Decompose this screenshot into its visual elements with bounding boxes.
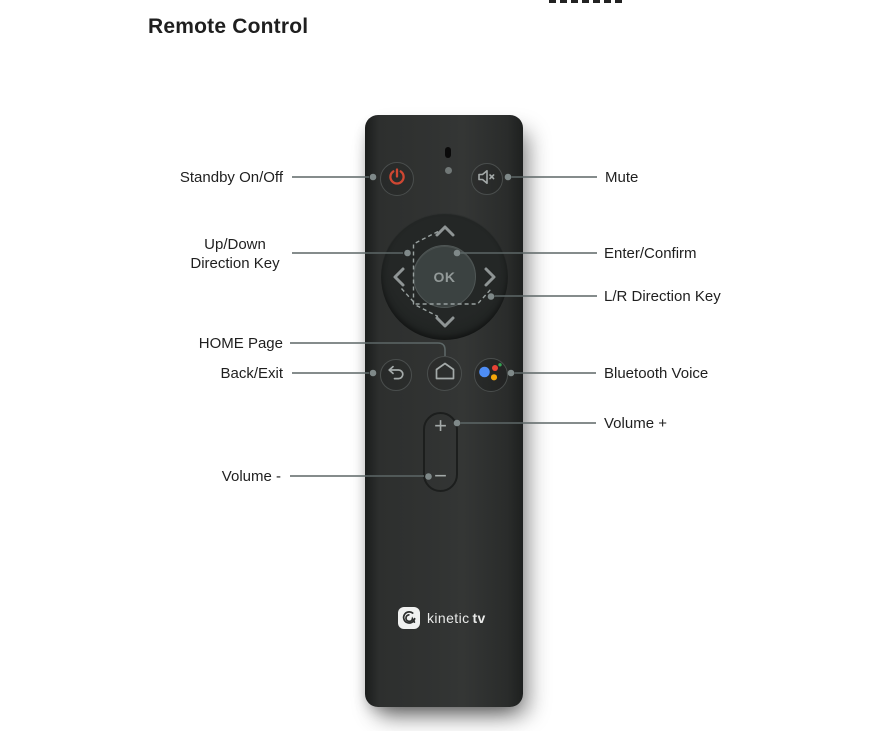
page-title: Remote Control xyxy=(148,15,309,38)
label-bluetooth-voice: Bluetooth Voice xyxy=(604,365,709,382)
brand-suffix: tv xyxy=(472,610,486,626)
direction-pad[interactable]: OK xyxy=(381,213,508,340)
remote-body: OK xyxy=(365,115,523,707)
label-volume-minus: Volume - xyxy=(221,468,281,485)
volume-rocker[interactable]: + − xyxy=(423,412,458,492)
ok-button[interactable]: OK xyxy=(413,245,476,308)
chevron-right-icon xyxy=(482,265,498,289)
back-arrow-icon xyxy=(385,363,407,388)
label-updown: Up/Down Direction Key xyxy=(190,236,280,272)
home-button[interactable] xyxy=(427,356,462,391)
volume-up-key[interactable]: + xyxy=(434,413,447,438)
back-button[interactable] xyxy=(380,359,412,391)
power-icon xyxy=(387,167,407,192)
dpad-down-key[interactable] xyxy=(433,314,457,330)
label-volume-plus: Volume + xyxy=(604,415,667,432)
label-home-page: HOME Page xyxy=(198,335,283,352)
label-back-exit: Back/Exit xyxy=(220,365,283,382)
dpad-right-key[interactable] xyxy=(482,265,498,289)
google-assistant-icon xyxy=(476,360,506,391)
status-led xyxy=(445,167,452,174)
dpad-up-key[interactable] xyxy=(433,223,457,239)
microphone-hole xyxy=(445,147,451,158)
dpad-left-key[interactable] xyxy=(391,265,407,289)
label-standby: Standby On/Off xyxy=(179,169,283,186)
power-button[interactable] xyxy=(380,162,414,196)
chevron-up-icon xyxy=(433,223,457,239)
brand-swirl-icon xyxy=(398,607,420,629)
label-enter-confirm: Enter/Confirm xyxy=(604,245,697,262)
label-mute: Mute xyxy=(605,169,639,186)
bluetooth-voice-button[interactable] xyxy=(474,358,508,392)
chevron-left-icon xyxy=(391,265,407,289)
mute-button[interactable] xyxy=(471,163,503,195)
cropped-text-fragment xyxy=(549,0,623,3)
home-icon xyxy=(433,360,457,387)
chevron-down-icon xyxy=(433,314,457,330)
label-lr-direction: L/R Direction Key xyxy=(604,288,721,305)
volume-down-key[interactable]: − xyxy=(434,463,447,488)
mute-icon xyxy=(476,167,498,192)
